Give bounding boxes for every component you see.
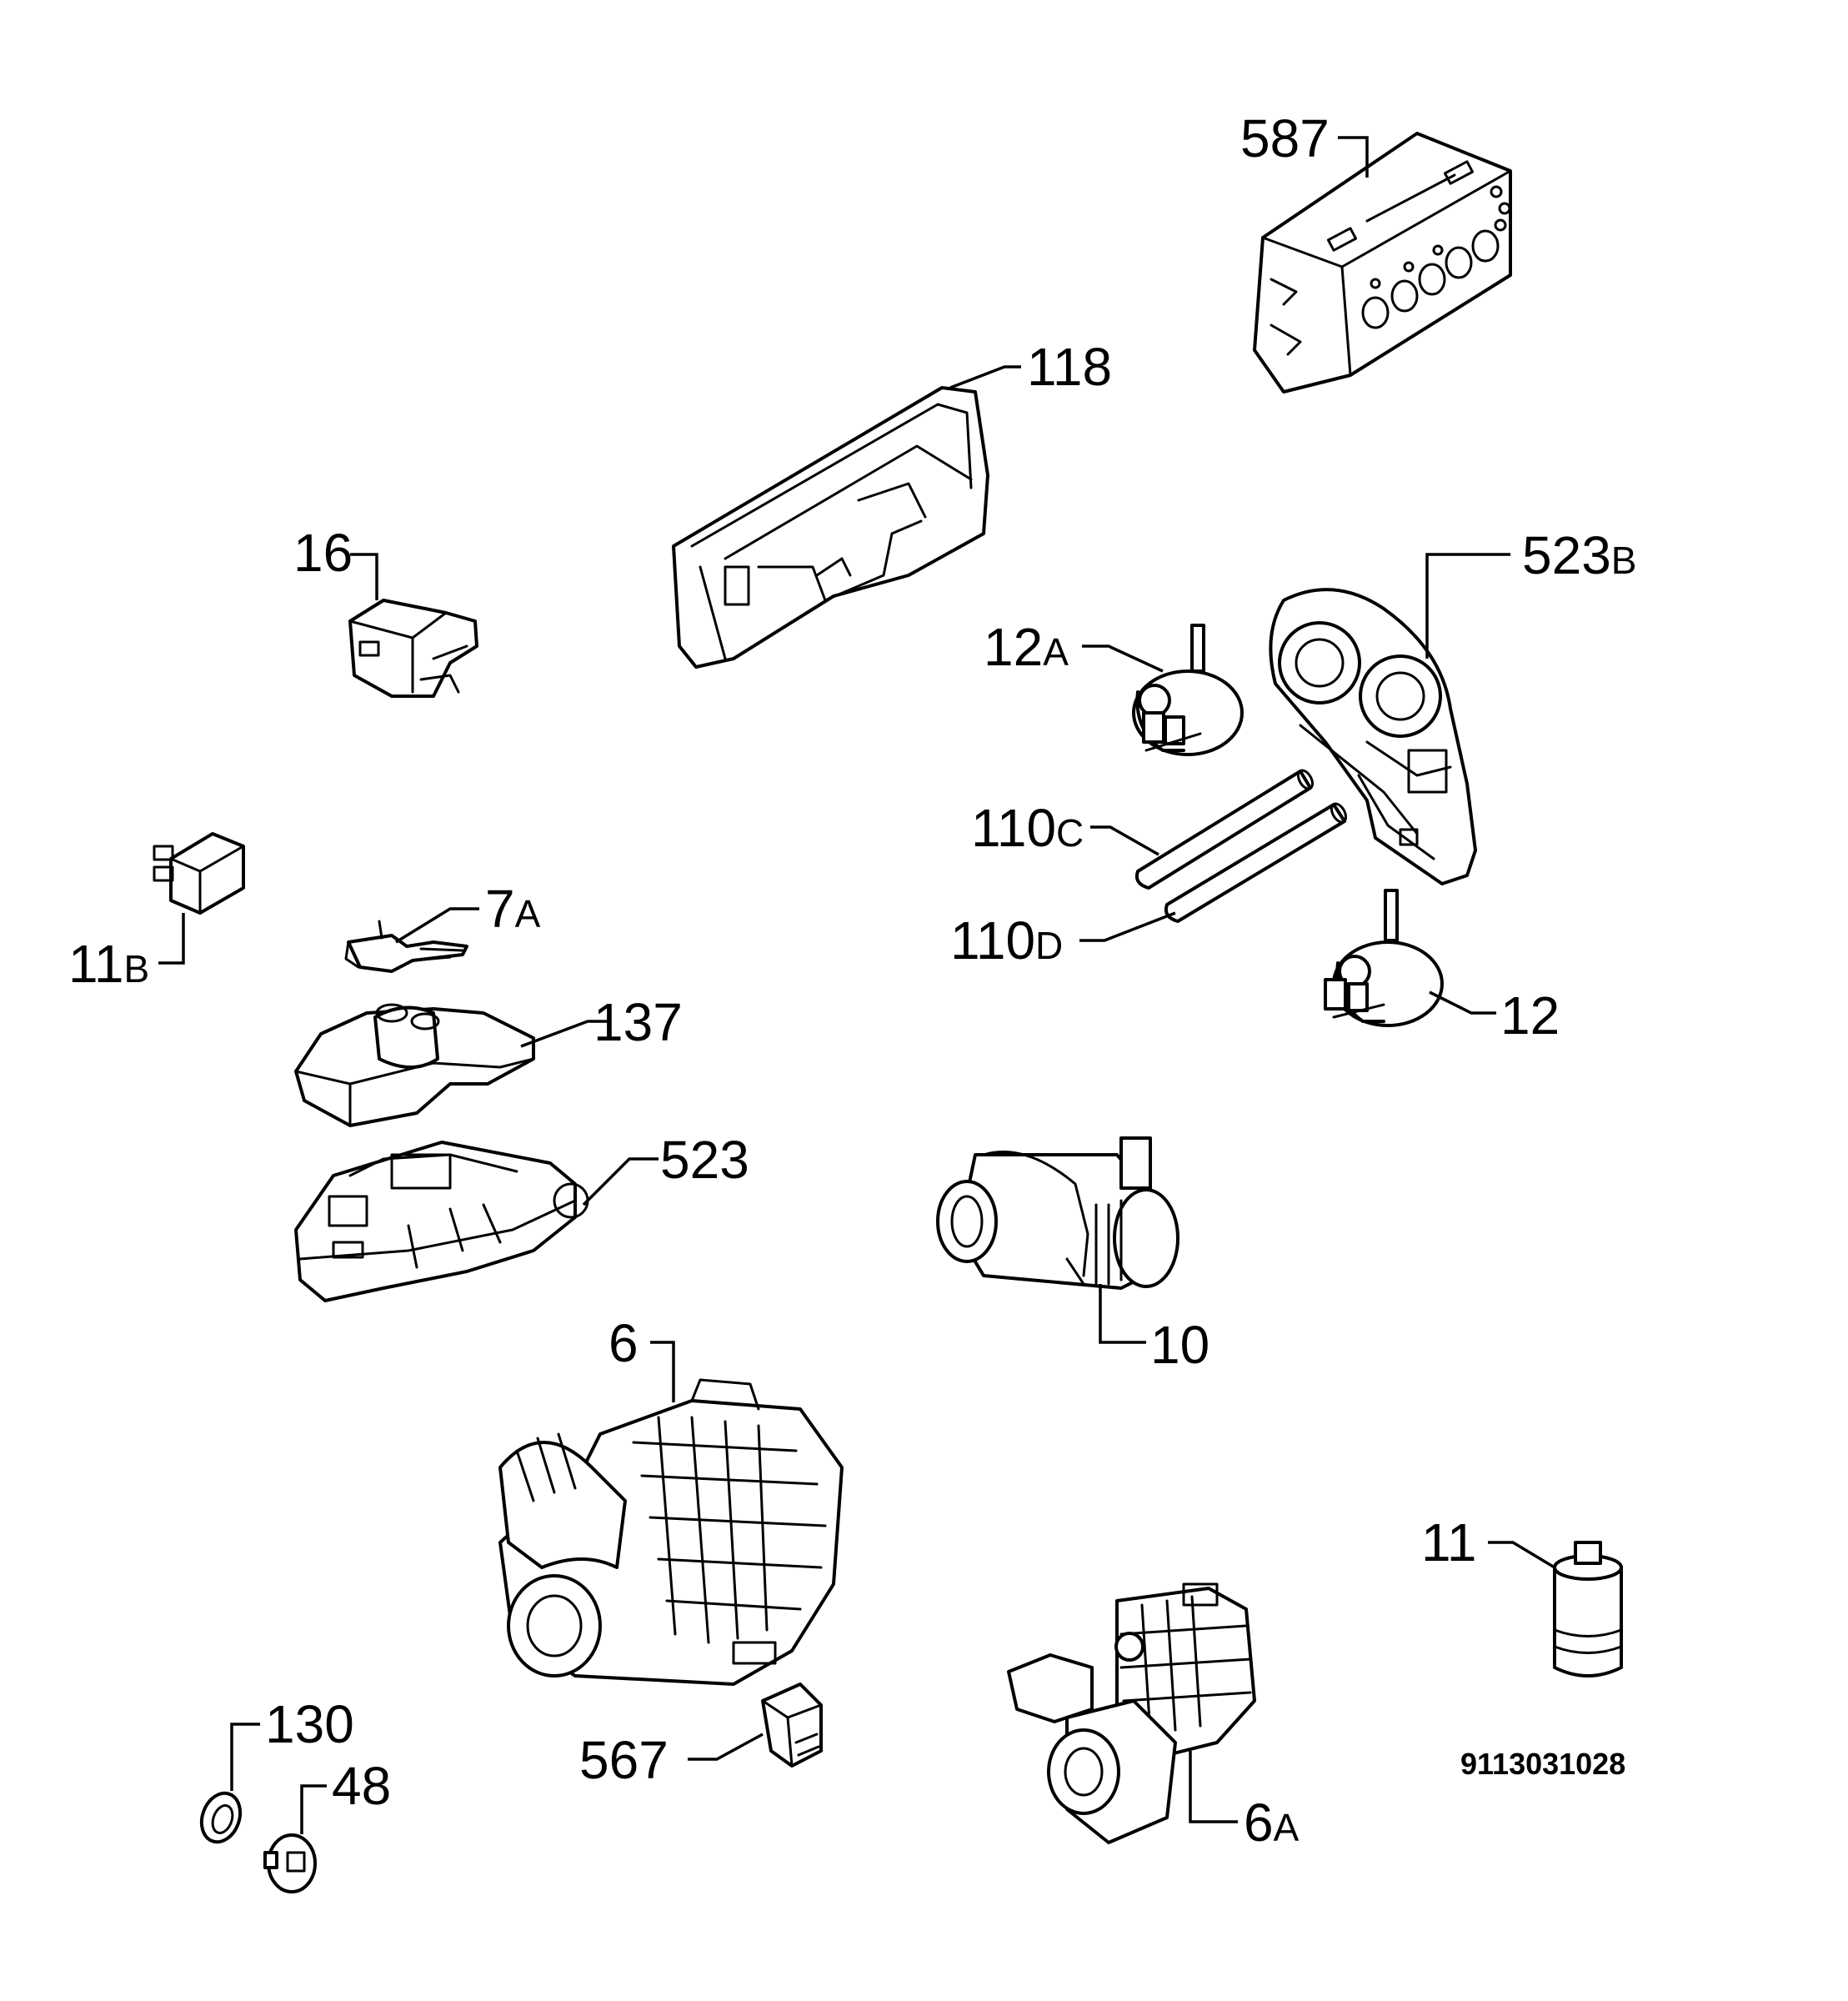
label-110c-text: 110C xyxy=(971,798,1084,858)
label-6a: 6A xyxy=(1189,1751,1300,1853)
label-567: 567 xyxy=(579,1730,764,1790)
label-11b: 11B xyxy=(68,913,185,994)
label-6-text: 6 xyxy=(608,1313,639,1373)
label-7a-text: 7A xyxy=(485,879,541,939)
part-567-clip xyxy=(761,1683,823,1768)
label-587-text: 587 xyxy=(1240,108,1330,168)
part-523-sensor-cover xyxy=(294,1141,589,1302)
part-6a-drain-pump xyxy=(1007,1582,1256,1844)
drawing-code: 9113031028 xyxy=(1460,1747,1625,1781)
label-130-text: 130 xyxy=(265,1694,354,1754)
label-16-text: 16 xyxy=(293,523,353,583)
part-12-pressure-switch xyxy=(1324,889,1444,1027)
label-587: 587 xyxy=(1240,108,1369,178)
label-118-text: 118 xyxy=(1027,337,1112,397)
label-523b-text: 523B xyxy=(1522,525,1636,585)
label-12a-text: 12A xyxy=(984,617,1069,677)
label-48-text: 48 xyxy=(332,1756,391,1816)
label-10-text: 10 xyxy=(1150,1315,1209,1375)
label-16: 16 xyxy=(293,523,378,600)
part-7a-thermostat xyxy=(344,920,468,973)
label-12a: 12A xyxy=(984,617,1164,677)
part-110d-tube xyxy=(1164,802,1348,923)
part-523b-sensor-housing xyxy=(1269,588,1477,885)
part-10-heater xyxy=(936,1136,1179,1290)
part-137-cover xyxy=(294,1003,535,1127)
label-130: 130 xyxy=(230,1694,354,1791)
label-6a-text: 6A xyxy=(1244,1793,1300,1853)
label-11: 11 xyxy=(1421,1512,1555,1572)
label-523-text: 523 xyxy=(660,1130,749,1190)
label-137-text: 137 xyxy=(593,992,683,1052)
label-118: 118 xyxy=(949,337,1112,397)
part-587-control-module xyxy=(1253,132,1512,394)
label-12-text: 12 xyxy=(1500,985,1560,1046)
part-12a-pressure-switch xyxy=(1132,624,1244,756)
label-110c: 110C xyxy=(971,798,1159,858)
part-11b-relay xyxy=(153,832,245,915)
label-137: 137 xyxy=(520,992,683,1052)
label-6: 6 xyxy=(608,1313,675,1402)
part-6-circulation-pump xyxy=(498,1378,844,1686)
label-11-text: 11 xyxy=(1421,1512,1476,1572)
label-110d: 110D xyxy=(950,910,1176,970)
part-110c-tube xyxy=(1134,769,1315,890)
label-567-text: 567 xyxy=(579,1730,669,1790)
label-110d-text: 110D xyxy=(950,910,1063,970)
part-130-seal xyxy=(199,1791,243,1844)
label-48: 48 xyxy=(300,1756,391,1834)
label-7a: 7A xyxy=(395,879,541,944)
label-10: 10 xyxy=(1099,1284,1209,1375)
label-12: 12 xyxy=(1429,985,1560,1046)
part-48-plug xyxy=(263,1833,317,1893)
part-118-detergent-dispenser xyxy=(672,386,989,669)
part-11-capacitor xyxy=(1553,1541,1623,1678)
label-523b: 523B xyxy=(1425,525,1636,659)
label-523: 523 xyxy=(582,1130,749,1206)
part-16-door-switch xyxy=(348,599,478,698)
label-11b-text: 11B xyxy=(68,934,149,994)
